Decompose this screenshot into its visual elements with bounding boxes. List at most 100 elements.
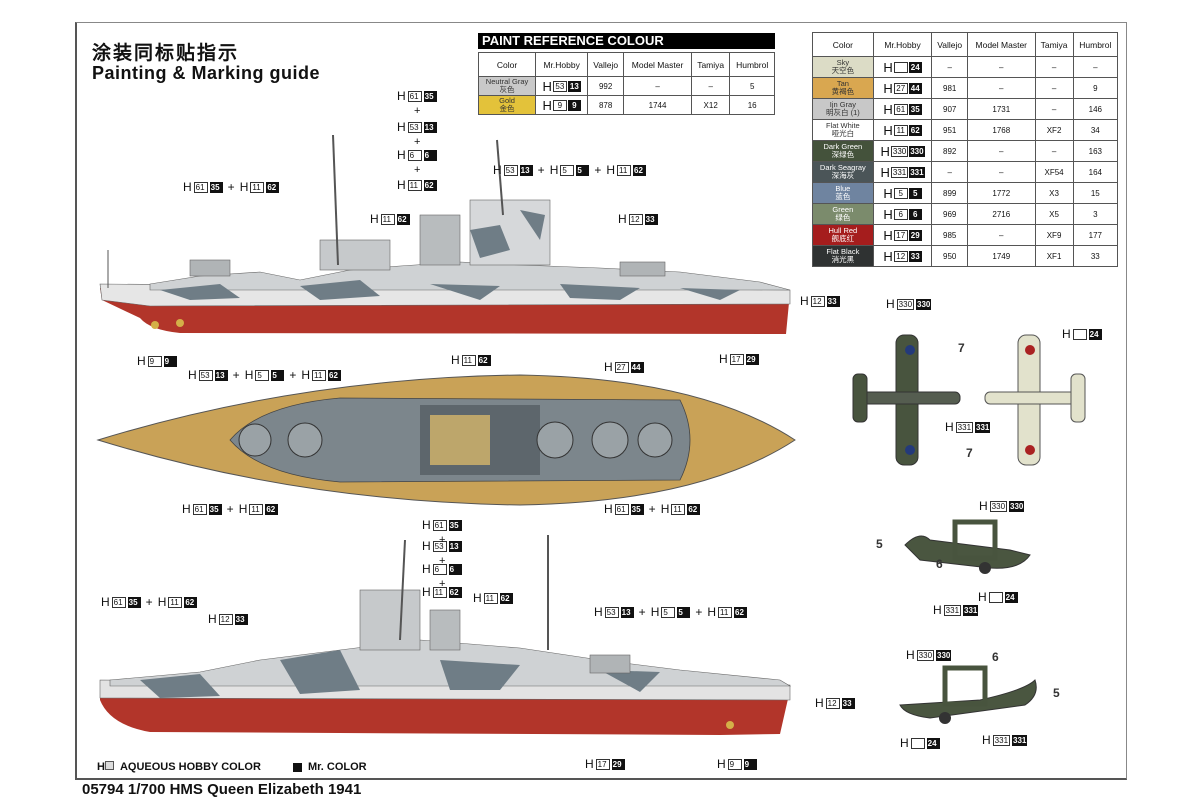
aqueous-prefix: H <box>397 178 406 192</box>
mr-color-code: 29 <box>908 229 922 241</box>
column-header: Color <box>477 52 537 77</box>
aqueous-prefix: H <box>800 294 809 308</box>
aqueous-code: 61 <box>614 503 629 515</box>
mr-color-code: 35 <box>630 503 644 515</box>
mr-color-code: 33 <box>841 697 855 709</box>
legend: H AQUEOUS HOBBY COLOR Mr. COLOR <box>97 761 367 773</box>
aqueous-code: 9 <box>552 99 567 111</box>
aqueous-prefix: H <box>451 353 460 367</box>
aqueous-code: 330 <box>890 145 909 157</box>
aqueous-prefix: H <box>604 360 613 374</box>
mr-color-code: 62 <box>396 213 410 225</box>
aqueous-code: 11 <box>312 369 327 381</box>
mr-color-code: 62 <box>477 354 491 366</box>
aqueous-code: 330 <box>896 298 915 310</box>
paint-reference-title: PAINT REFERENCE COLOUR <box>478 33 775 49</box>
mr-color-icon <box>292 762 302 772</box>
color-name-cn: 金色 <box>499 104 515 113</box>
aqueous-code: 12 <box>893 250 908 262</box>
aqueous-prefix: H <box>978 590 987 604</box>
aqueous-prefix: H <box>239 180 249 194</box>
color-name-cn: 绿色 <box>835 213 851 222</box>
aqueous-code: 5 <box>255 369 270 381</box>
mr-color-code: 33 <box>908 250 922 262</box>
legend-aqueous-label: AQUEOUS HOBBY COLOR <box>119 761 261 773</box>
mr-color-code: 9 <box>743 758 757 770</box>
aqueous-code: 12 <box>218 613 233 625</box>
aqueous-prefix: H <box>549 163 559 177</box>
color-name-cn: 灰色 <box>499 85 515 94</box>
decal-number-label: 6 <box>992 650 999 664</box>
aqueous-prefix: H <box>101 595 110 609</box>
ship-top-view <box>96 374 796 506</box>
humbrol-cell: 33 <box>1072 245 1119 267</box>
aqueous-prefix: H <box>422 562 431 576</box>
color-name: Ijn Gray <box>829 100 856 109</box>
aqueous-prefix: H <box>473 591 482 605</box>
plus-sign: + <box>145 595 153 609</box>
aqueous-code <box>988 591 1003 603</box>
aqueous-prefix: H <box>883 80 893 96</box>
color-name: Sky <box>836 58 850 67</box>
mr-color-code: 331 <box>963 604 979 616</box>
mr-color-code: 62 <box>328 369 342 381</box>
aqueous-code: 5 <box>560 164 575 176</box>
column-header: Humbrol <box>729 52 775 77</box>
aqueous-prefix: H <box>244 368 254 382</box>
color-name: Dark Seagray <box>819 163 866 172</box>
humbrol-cell: 15 <box>1072 182 1119 204</box>
aqueous-prefix: H <box>397 148 406 162</box>
color-name: Flat White <box>825 121 860 130</box>
mr-color-code: 62 <box>266 181 280 193</box>
plus-sign: + <box>414 105 421 117</box>
mr-color-code: 6 <box>448 563 462 575</box>
aqueous-prefix: H <box>370 212 379 226</box>
aircraft-bottom-view-light <box>984 334 1086 466</box>
decal-number-label: 5 <box>1053 686 1060 700</box>
mr-color-code: 29 <box>611 758 625 770</box>
aqueous-prefix: H <box>982 733 991 747</box>
aqueous-code: 11 <box>461 354 476 366</box>
mr-color-code: 330 <box>916 298 932 310</box>
aqueous-prefix: H <box>397 89 406 103</box>
aqueous-code: 331 <box>955 421 974 433</box>
aqueous-code: 12 <box>810 295 825 307</box>
aqueous-prefix: H <box>883 227 893 243</box>
mr-color-code: 13 <box>448 540 462 552</box>
color-name-cn: 舰底红 <box>831 234 855 243</box>
mr-color-code: 330 <box>909 145 925 157</box>
aqueous-prefix: H <box>933 603 942 617</box>
plus-sign: + <box>414 164 421 176</box>
mr-color-code: 62 <box>448 586 462 598</box>
aqueous-prefix: H <box>618 212 627 226</box>
mr-color-code: 24 <box>1088 328 1102 340</box>
aqueous-code <box>1072 328 1087 340</box>
aqueous-code <box>893 61 908 73</box>
mr-color-code: 29 <box>745 353 759 365</box>
